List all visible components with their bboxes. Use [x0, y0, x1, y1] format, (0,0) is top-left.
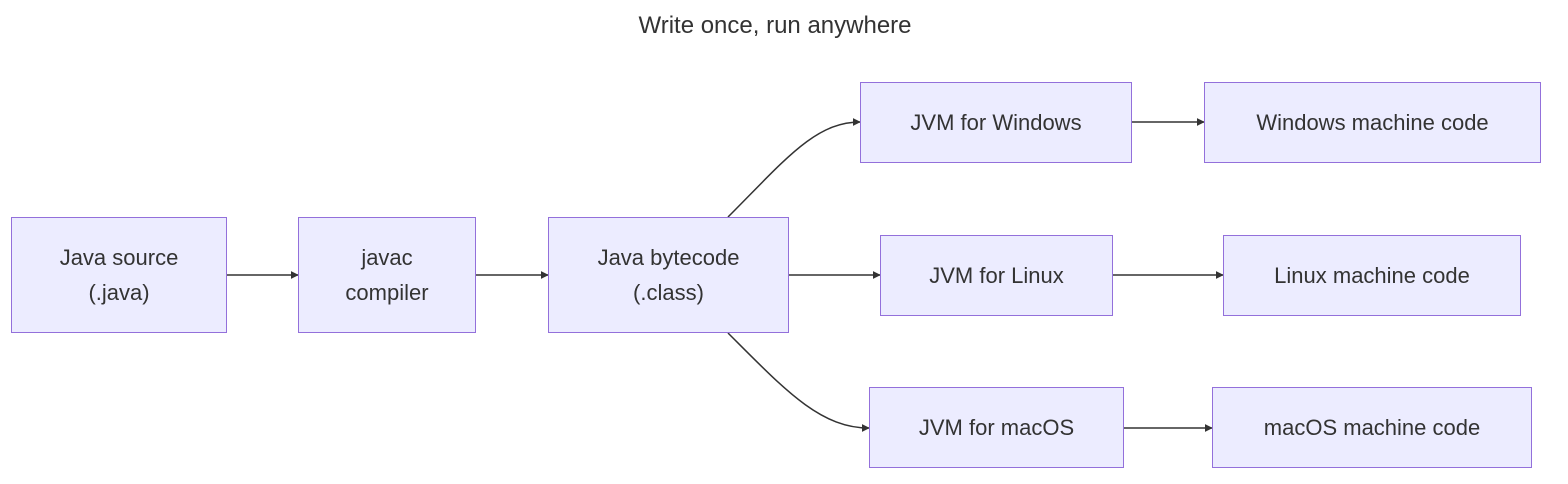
node-macos-machine-code-label: macOS machine code	[1263, 415, 1481, 440]
node-jvm-linux-label: JVM for Linux	[929, 263, 1064, 288]
node-windows-machine-code-label: Windows machine code	[1256, 110, 1489, 135]
node-jvm-linux: JVM for Linux	[880, 235, 1113, 316]
node-java-source-label: Java source (.java)	[59, 245, 179, 305]
node-javac-compiler: javac compiler	[298, 217, 476, 333]
node-jvm-windows-label: JVM for Windows	[910, 110, 1082, 135]
node-linux-machine-code: Linux machine code	[1223, 235, 1521, 316]
diagram-title: Write once, run anywhere	[638, 12, 912, 39]
node-java-source: Java source (.java)	[11, 217, 227, 333]
node-java-bytecode-label: Java bytecode (.class)	[597, 245, 740, 305]
node-windows-machine-code: Windows machine code	[1204, 82, 1541, 163]
node-jvm-macos: JVM for macOS	[869, 387, 1124, 468]
node-javac-compiler-label: javac compiler	[345, 245, 429, 305]
node-jvm-macos-label: JVM for macOS	[918, 415, 1075, 440]
node-java-bytecode: Java bytecode (.class)	[548, 217, 789, 333]
node-macos-machine-code: macOS machine code	[1212, 387, 1532, 468]
node-linux-machine-code-label: Linux machine code	[1274, 263, 1470, 288]
edge-bytecode-to-jvm-macos	[727, 332, 870, 432]
node-jvm-windows: JVM for Windows	[860, 82, 1132, 163]
edge-bytecode-to-jvm-windows	[727, 118, 861, 218]
